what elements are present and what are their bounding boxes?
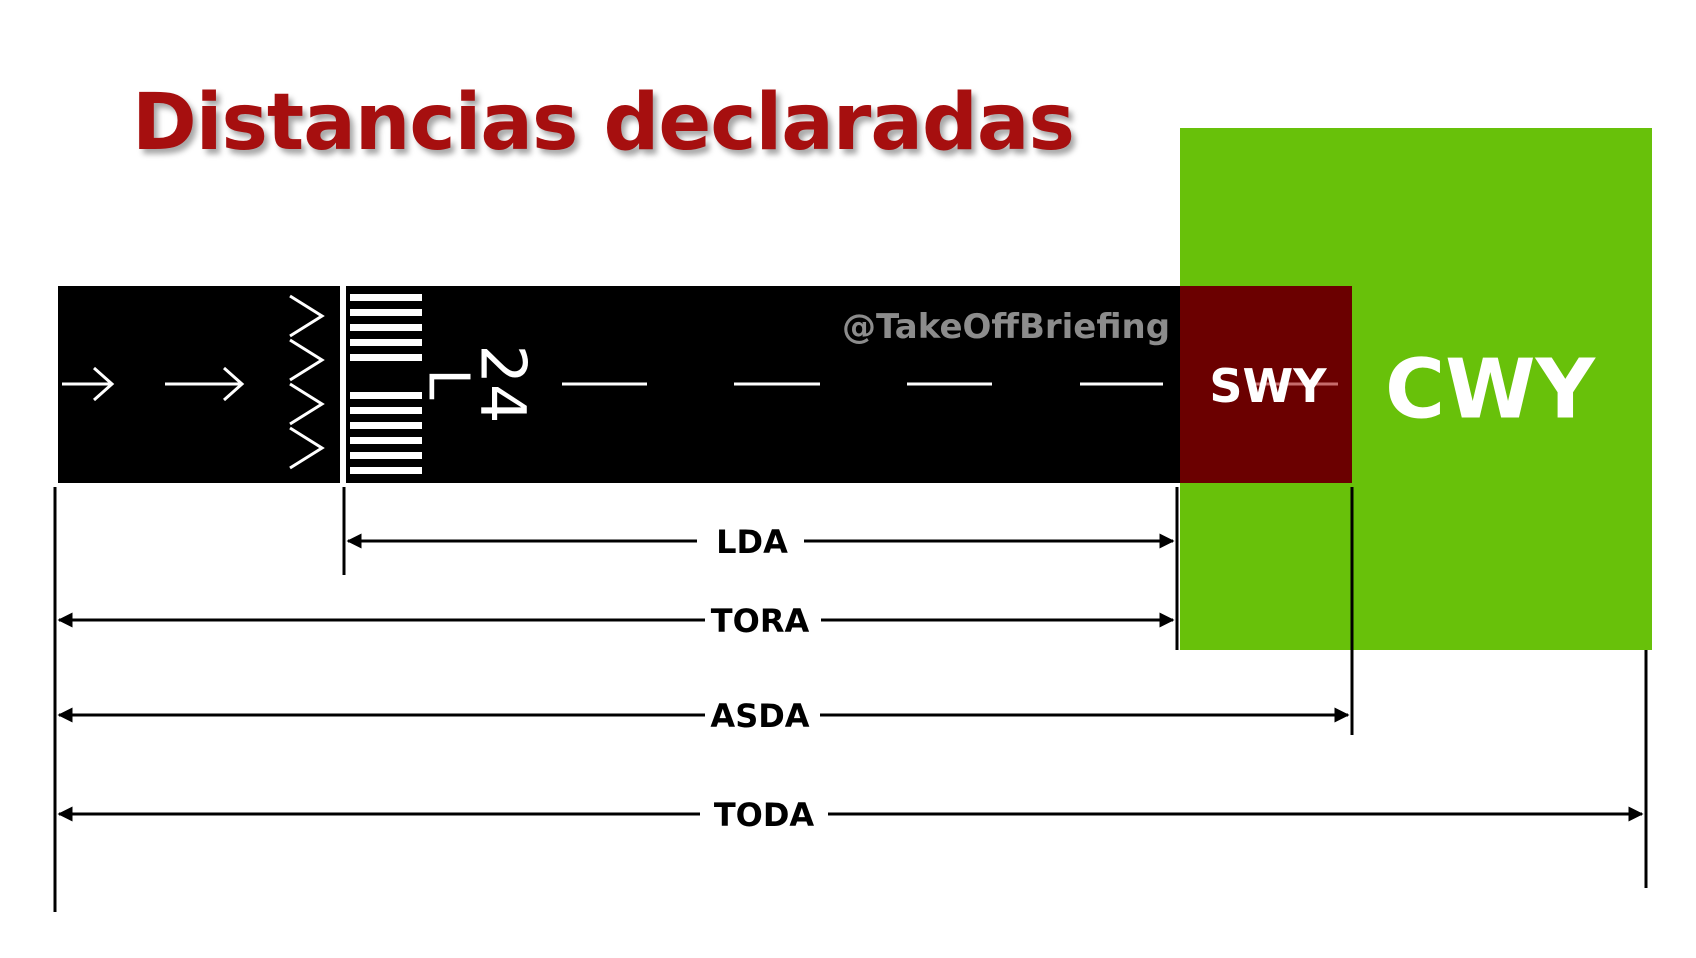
asda-dimension: ASDA — [57, 697, 1350, 735]
tora-label: TORA — [711, 602, 810, 640]
threshold-chevrons — [289, 294, 325, 470]
runway-designator-letter: L — [416, 368, 481, 399]
reference-lines — [53, 487, 1648, 912]
stopway-label: SWY — [1209, 359, 1327, 413]
lda-dimension: LDA — [346, 523, 1175, 561]
threshold-bar — [340, 286, 346, 483]
lda-label: LDA — [716, 523, 788, 561]
threshold-piano-keys — [350, 294, 422, 474]
watermark-text: @TakeOffBriefing — [842, 307, 1170, 347]
toda-dimension: TODA — [57, 796, 1644, 834]
tora-dimension: TORA — [57, 602, 1175, 640]
runway-designator-number: 24 — [467, 345, 540, 424]
displaced-threshold-arrows — [62, 366, 245, 402]
page-title: Distancias declaradas — [132, 78, 1075, 168]
toda-label: TODA — [714, 796, 815, 834]
clearway-label: CWY — [1385, 343, 1597, 438]
asda-label: ASDA — [710, 697, 809, 735]
